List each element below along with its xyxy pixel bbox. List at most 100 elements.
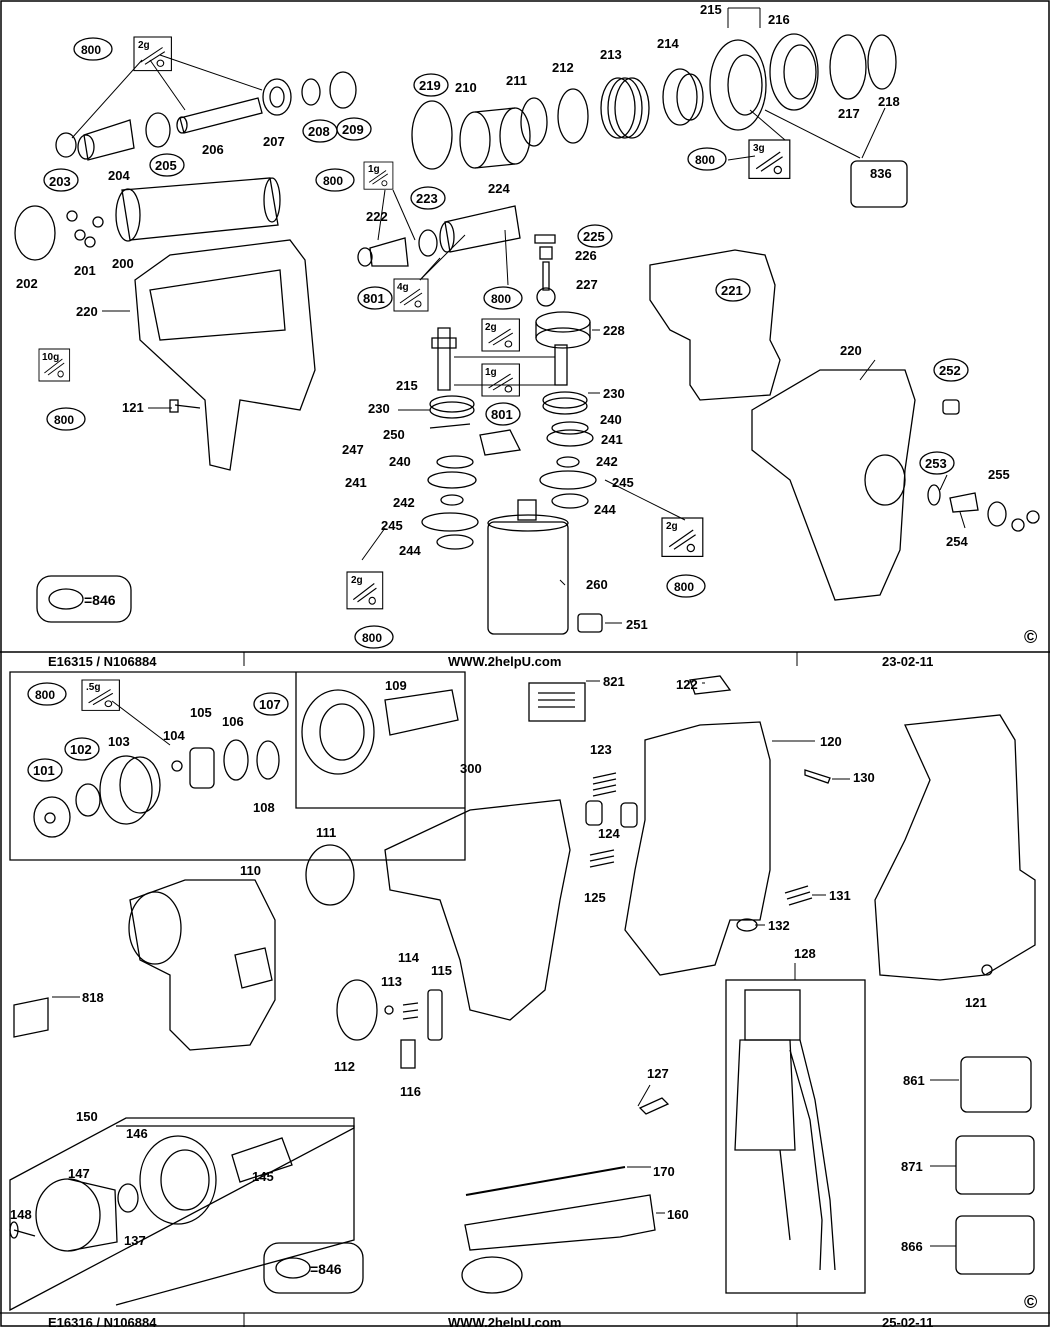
callout-150: 150 [76, 1109, 98, 1124]
callout-800: 800 [315, 168, 355, 192]
grease-label: 1g [485, 367, 497, 378]
callout-113: 113 [381, 974, 402, 989]
grease-label: 4g [397, 282, 409, 293]
top-footer-site: WWW.2helpU.com [448, 654, 561, 669]
top-parts-drawings [14, 33, 1040, 635]
callout-225: 225 [577, 224, 613, 248]
callout-836: 836 [870, 166, 892, 181]
callout-252: 253 [919, 451, 955, 475]
grease-label: 1g [368, 164, 380, 175]
callout-216: 216 [768, 12, 790, 27]
callout-800: 800 [354, 625, 394, 649]
bottom-copyright: © [1024, 1292, 1037, 1312]
callout-230: 230 [603, 386, 625, 401]
callout-145: 145 [252, 1169, 274, 1184]
callout-107: 107 [253, 692, 289, 716]
callout-125: 125 [584, 890, 606, 905]
callout-121: 121 [965, 995, 987, 1010]
callout-241: 241 [345, 475, 367, 490]
callout-253: 254 [946, 534, 968, 549]
callout-160: 160 [667, 1207, 689, 1222]
callout-205: 205 [149, 153, 185, 177]
callout-223: 223 [410, 186, 446, 210]
callout-250: 260 [586, 577, 608, 592]
callout-224: 224 [488, 181, 510, 196]
callout-244: 244 [594, 502, 616, 517]
callout-207: 207 [263, 134, 285, 149]
svg-text:102: 102 [70, 742, 92, 757]
bottom-group-boxes [9, 671, 866, 1312]
svg-text:219: 219 [419, 78, 441, 93]
svg-text:801: 801 [363, 291, 385, 306]
svg-text:801: 801 [491, 407, 513, 422]
callout-215: 215 [396, 378, 418, 393]
svg-text:=846: =846 [84, 592, 116, 608]
svg-text:253: 253 [925, 456, 947, 471]
callout-112: 112 [334, 1059, 355, 1074]
callout-211: 211 [506, 73, 527, 88]
callout-800: 800 [687, 147, 727, 171]
svg-text:209: 209 [342, 122, 364, 137]
grease-label: 2g [485, 322, 497, 333]
grease-label: 2g [138, 40, 150, 51]
svg-text:205: 205 [155, 158, 177, 173]
callout-800: 800 [46, 407, 86, 431]
callout-227: 227 [576, 277, 598, 292]
callout-203: 203 [43, 168, 79, 192]
callout-200: 200 [112, 256, 134, 271]
callout-245: 245 [612, 475, 634, 490]
callout-221: 221 [715, 278, 751, 302]
callout-246: 247 [342, 442, 364, 457]
callout-130: 130 [853, 770, 875, 785]
callout-214: 214 [657, 36, 679, 51]
callout-800: 800 [666, 574, 706, 598]
callout-131: 131 [829, 888, 851, 903]
bottom-footer-site: WWW.2helpU.com [448, 1315, 561, 1327]
callout-116: 116 [400, 1084, 421, 1099]
bottom-grease-box: .5g [81, 679, 120, 711]
callout-300: 300 [460, 761, 482, 776]
svg-text:800: 800 [674, 580, 694, 594]
callout-208: 208 [302, 119, 338, 143]
callout-240: 240 [600, 412, 622, 427]
callout-218: 218 [878, 94, 900, 109]
svg-text:800: 800 [35, 688, 55, 702]
callout-102: 102 [64, 737, 100, 761]
bottom-footer-date: 25-02-11 [882, 1315, 933, 1327]
callout-821: 821 [603, 674, 625, 689]
bottom-callouts: 800 104 105 106 107 101 102 103 108 109 … [10, 674, 987, 1254]
bottom-diagram: E16316 / N106884 WWW.2helpU.com 25-02-11… [0, 671, 1050, 1327]
callout-800: 800 [27, 682, 67, 706]
callout-105: 105 [190, 705, 212, 720]
svg-text:800: 800 [695, 153, 715, 167]
svg-text:800: 800 [362, 631, 382, 645]
bottom-legend: =846 [263, 1242, 364, 1294]
callout-123: 123 [590, 742, 612, 757]
top-footer-date: 23-02-11 [882, 654, 933, 669]
callout-147: 147 [68, 1166, 90, 1181]
callout-128: 128 [794, 946, 816, 961]
bottom-footer: E16316 / N106884 WWW.2helpU.com 25-02-11… [0, 1292, 1050, 1327]
callout-260: 251 [626, 617, 648, 632]
callout-242: 242 [596, 454, 618, 469]
callout-137: 137 [124, 1233, 146, 1248]
callout-801: 801 [357, 286, 393, 310]
callout-127: 127 [647, 1066, 669, 1081]
callout-111: 111 [316, 825, 336, 840]
grease-label: .5g [86, 682, 100, 693]
callout-106: 106 [222, 714, 244, 729]
svg-text:800: 800 [81, 43, 101, 57]
callout-204: 204 [108, 168, 130, 183]
callout-245: 245 [381, 518, 403, 533]
grease-label: 3g [753, 143, 765, 154]
callout-148: 148 [10, 1207, 32, 1222]
callout-219: 219 [413, 73, 449, 97]
callout-201: 201 [74, 263, 96, 278]
callout-146: 146 [126, 1126, 148, 1141]
callout-861: 861 [903, 1073, 925, 1088]
callout-213: 213 [600, 47, 622, 62]
bottom-footer-code: E16316 / N106884 [48, 1315, 157, 1327]
callout-215: 215 [700, 2, 722, 17]
callout-114: 114 [398, 950, 420, 965]
